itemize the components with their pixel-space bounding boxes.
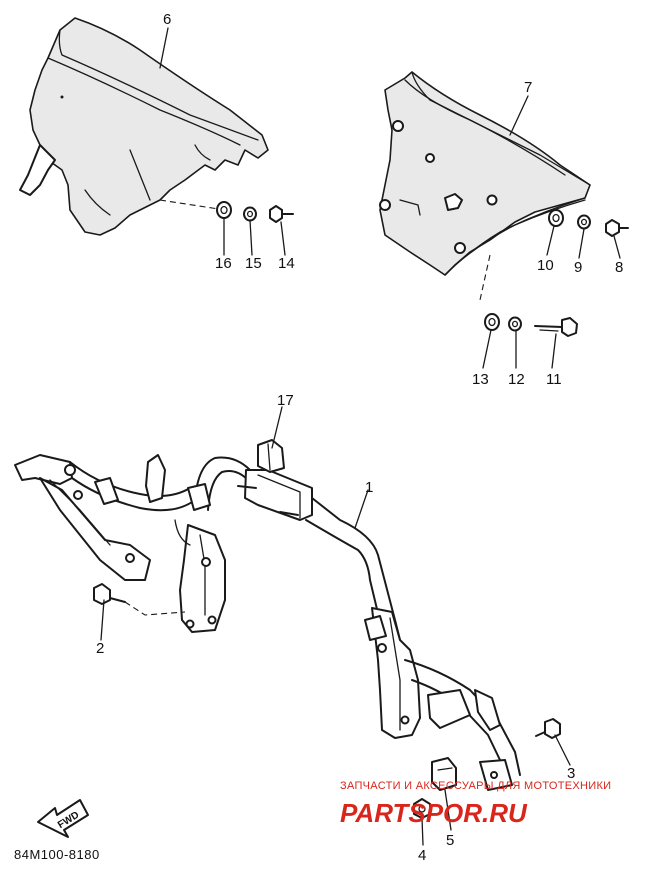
part-6-left-cover [19, 17, 269, 236]
part-4-nut [413, 798, 431, 819]
part-3-bolt [535, 718, 561, 739]
part-number-labels: 6 7 16 15 14 10 9 8 13 12 11 17 1 2 3 5 … [96, 11, 623, 864]
part-2-bolt [93, 583, 186, 616]
part-11-bolt [534, 317, 578, 337]
part-14-screw [269, 205, 294, 223]
label-11: 11 [546, 371, 562, 388]
part-12-washer [508, 316, 522, 332]
label-8: 8 [615, 259, 623, 276]
leader-lines [100, 27, 621, 846]
label-5: 5 [446, 832, 454, 849]
part-15-washer [243, 206, 257, 222]
label-10: 10 [537, 257, 554, 274]
part-17-clip [257, 439, 285, 473]
watermark: ЗАПЧАСТИ И АКСЕССУАРЫ ДЛЯ МОТОТЕХНИКИ PA… [340, 780, 611, 828]
label-4: 4 [418, 847, 426, 864]
label-16: 16 [215, 255, 232, 272]
label-15: 15 [245, 255, 262, 272]
label-3: 3 [567, 765, 575, 782]
part-1-frame-stay [14, 454, 521, 791]
label-6: 6 [163, 11, 171, 28]
label-17: 17 [277, 392, 294, 409]
label-7: 7 [524, 79, 532, 96]
part-10-grommet [548, 209, 564, 227]
drawing-code: 84M100-8180 [14, 847, 100, 862]
forward-arrow-icon: FWD [37, 799, 89, 838]
part-5-damper [431, 757, 457, 791]
label-2: 2 [96, 640, 104, 657]
part-8-screw [605, 219, 629, 237]
watermark-site: PARTSPOR.RU [340, 798, 528, 828]
label-12: 12 [508, 371, 525, 388]
part-16-nut [216, 201, 232, 219]
label-14: 14 [278, 255, 295, 272]
part-13-grommet [484, 313, 500, 331]
part-7-right-cover [379, 71, 591, 301]
part-9-washer [577, 214, 591, 230]
label-9: 9 [574, 259, 582, 276]
label-13: 13 [472, 371, 489, 388]
watermark-tagline: ЗАПЧАСТИ И АКСЕССУАРЫ ДЛЯ МОТОТЕХНИКИ [340, 780, 611, 792]
label-1: 1 [365, 479, 373, 496]
